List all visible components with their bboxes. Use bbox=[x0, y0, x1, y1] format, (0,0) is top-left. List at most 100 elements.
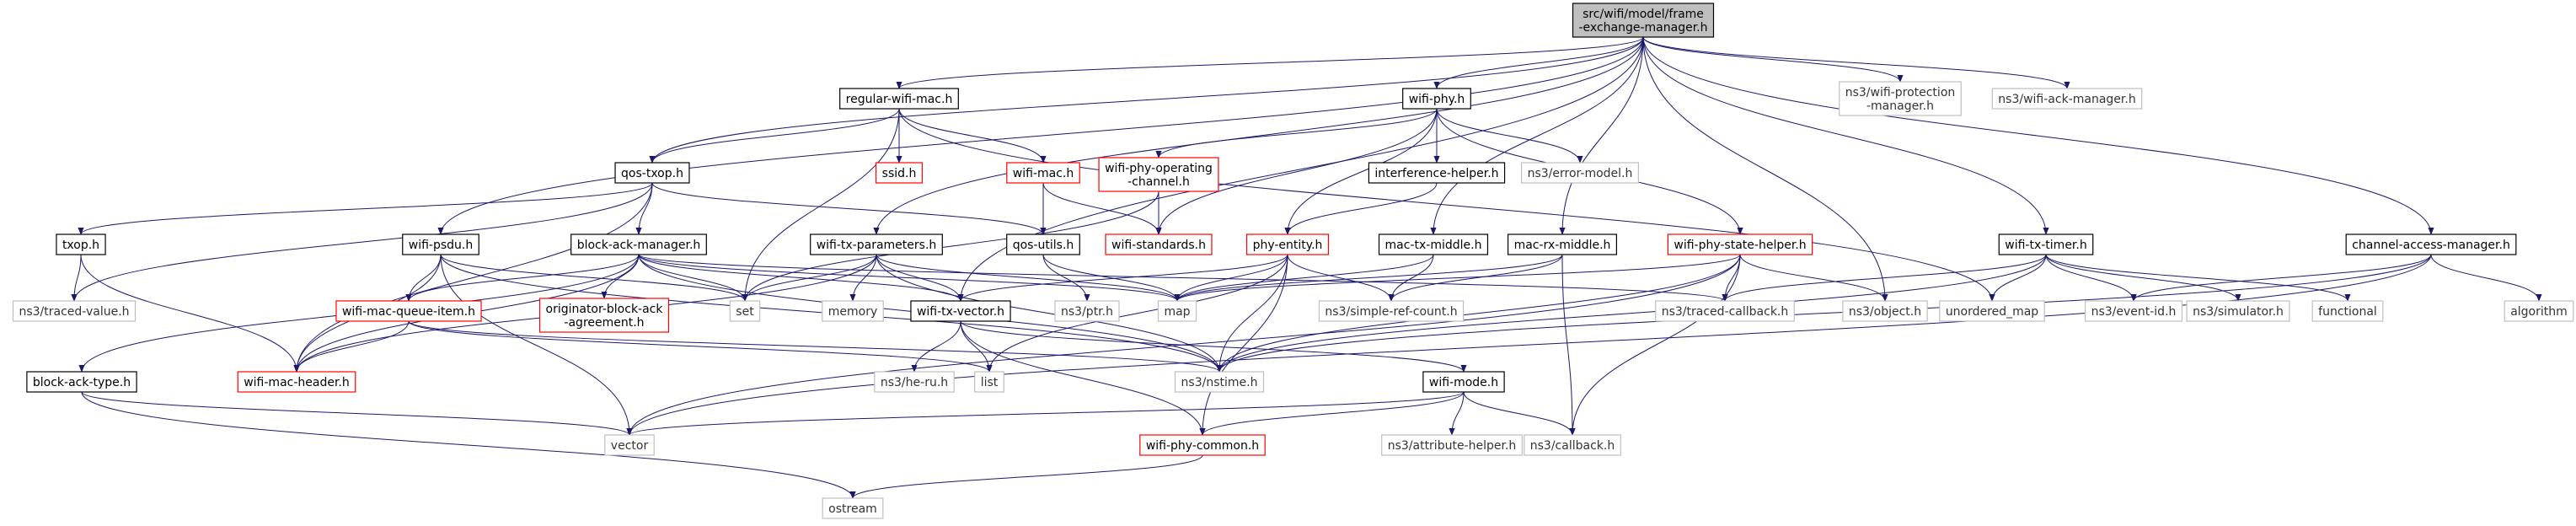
node-traced-value[interactable]: ns3/traced-value.h bbox=[12, 300, 137, 322]
node-txop[interactable]: txop.h bbox=[56, 233, 106, 255]
node-label: mac-tx-middle.h bbox=[1385, 239, 1482, 252]
node-box bbox=[1572, 3, 1715, 38]
node-wifi-protection[interactable]: ns3/wifi-protection-manager.h bbox=[1839, 81, 1962, 116]
node-object[interactable]: ns3/object.h bbox=[1842, 300, 1928, 322]
node-wifi-mac-header[interactable]: wifi-mac-header.h bbox=[237, 371, 356, 393]
node-wifi-mac-queue-item[interactable]: wifi-mac-queue-item.h bbox=[335, 300, 482, 322]
node-label: ns3/wifi-ack-manager.h bbox=[1998, 93, 2135, 106]
edge-block-ack-mgr-to-traced-callback bbox=[638, 254, 1728, 302]
node-vector[interactable]: vector bbox=[604, 434, 655, 456]
node-label: phy-entity.h bbox=[1253, 239, 1323, 252]
node-box bbox=[839, 88, 959, 110]
node-wifi-psdu[interactable]: wifi-psdu.h bbox=[402, 233, 479, 255]
node-box bbox=[1402, 88, 1471, 110]
node-label: ns3/error-model.h bbox=[1528, 167, 1633, 180]
node-box bbox=[1507, 233, 1618, 255]
node-algorithm[interactable]: algorithm bbox=[2504, 300, 2574, 322]
node-unordered-map[interactable]: unordered_map bbox=[1939, 300, 2045, 322]
node-box bbox=[402, 233, 479, 255]
edge-root-to-qos-txop bbox=[649, 36, 1644, 164]
edge-wifi-phy-to-wifi-phy-op bbox=[1155, 108, 1438, 158]
edge-wifi-mac-queue-item-to-list bbox=[408, 320, 993, 373]
node-label: map bbox=[1164, 305, 1190, 319]
edge-wifi-phy-to-wifi-standards bbox=[1155, 108, 1438, 235]
node-traced-callback[interactable]: ns3/traced-callback.h bbox=[1655, 300, 1795, 322]
node-map[interactable]: map bbox=[1157, 300, 1197, 322]
node-wifi-mac[interactable]: wifi-mac.h bbox=[1006, 162, 1080, 184]
node-set[interactable]: set bbox=[729, 300, 761, 322]
node-wifi-ack[interactable]: ns3/wifi-ack-manager.h bbox=[1991, 88, 2143, 110]
node-box bbox=[1245, 233, 1330, 255]
edge-wifi-mac-queue-item-to-wifi-mac-header bbox=[293, 320, 410, 373]
edge-wifi-tx-vector-to-list bbox=[960, 320, 993, 373]
node-box bbox=[1998, 233, 2094, 255]
node-box bbox=[1378, 233, 1489, 255]
node-wifi-tx-params[interactable]: wifi-tx-parameters.h bbox=[810, 233, 943, 255]
edge-channel-access-to-nstime bbox=[1216, 254, 2432, 373]
edge-regular-wifi-mac-to-wifi-mac bbox=[898, 108, 1047, 164]
node-attribute-helper[interactable]: ns3/attribute-helper.h bbox=[1381, 434, 1523, 456]
edge-wifi-phy-state-to-callback bbox=[1569, 254, 1741, 436]
edge-root-to-wifi-phy bbox=[1433, 36, 1644, 89]
node-block-ack-mgr[interactable]: block-ack-manager.h bbox=[570, 233, 707, 255]
edge-phy-entity-to-wifi-tx-vector bbox=[957, 254, 1288, 302]
node-root[interactable]: src/wifi/model/frame-exchange-manager.h bbox=[1572, 3, 1715, 38]
node-box bbox=[1381, 434, 1523, 456]
node-error-model[interactable]: ns3/error-model.h bbox=[1521, 162, 1639, 184]
edge-phy-entity-to-map bbox=[1174, 254, 1288, 302]
node-box bbox=[2345, 233, 2517, 255]
node-box bbox=[822, 300, 884, 322]
edge-wifi-tx-timer-to-traced-callback bbox=[1722, 254, 2047, 302]
edge-wifi-mode-to-wifi-phy-common bbox=[1199, 391, 1465, 436]
node-nstime[interactable]: ns3/nstime.h bbox=[1174, 371, 1265, 393]
node-box bbox=[1524, 434, 1621, 456]
node-label: ns3/wifi-protection bbox=[1845, 86, 1956, 99]
node-ssid[interactable]: ssid.h bbox=[876, 162, 923, 184]
node-wifi-tx-vector[interactable]: wifi-tx-vector.h bbox=[910, 300, 1011, 322]
node-wifi-tx-timer[interactable]: wifi-tx-timer.h bbox=[1998, 233, 2094, 255]
node-memory[interactable]: memory bbox=[822, 300, 884, 322]
node-block-ack-type[interactable]: block-ack-type.h bbox=[26, 371, 137, 393]
node-wifi-mode[interactable]: wifi-mode.h bbox=[1422, 371, 1505, 393]
node-label: wifi-phy-operating bbox=[1105, 162, 1213, 175]
node-wifi-phy-state[interactable]: wifi-phy-state-helper.h bbox=[1667, 233, 1813, 255]
node-label: ssid.h bbox=[882, 167, 917, 180]
node-functional[interactable]: functional bbox=[2311, 300, 2384, 322]
node-qos-utils[interactable]: qos-utils.h bbox=[1006, 233, 1080, 255]
node-label: -channel.h bbox=[1127, 175, 1190, 189]
node-box bbox=[1842, 300, 1928, 322]
node-box bbox=[1139, 434, 1266, 456]
node-wifi-phy-common[interactable]: wifi-phy-common.h bbox=[1139, 434, 1266, 456]
node-mac-rx-middle[interactable]: mac-rx-middle.h bbox=[1507, 233, 1618, 255]
node-wifi-phy-op[interactable]: wifi-phy-operating-channel.h bbox=[1098, 157, 1219, 192]
node-box bbox=[614, 162, 690, 184]
node-label: ns3/event-id.h bbox=[2091, 305, 2177, 319]
node-list[interactable]: list bbox=[974, 371, 1004, 393]
edge-block-ack-mgr-to-originator bbox=[601, 254, 640, 299]
node-ptr[interactable]: ns3/ptr.h bbox=[1054, 300, 1120, 322]
node-originator[interactable]: originator-block-ack-agreement.h bbox=[538, 298, 670, 333]
edge-regular-wifi-mac-to-qos-txop bbox=[649, 108, 900, 164]
node-label: wifi-phy.h bbox=[1409, 93, 1465, 106]
node-box bbox=[1939, 300, 2045, 322]
node-he-ru[interactable]: ns3/he-ru.h bbox=[874, 371, 955, 393]
node-simple-ref[interactable]: ns3/simple-ref-count.h bbox=[1318, 300, 1465, 322]
node-label: block-ack-type.h bbox=[33, 376, 131, 389]
node-channel-access[interactable]: channel-access-manager.h bbox=[2345, 233, 2517, 255]
node-box bbox=[604, 434, 655, 456]
edge-wifi-phy-state-to-map bbox=[1174, 254, 1741, 302]
node-regular-wifi-mac[interactable]: regular-wifi-mac.h bbox=[839, 88, 959, 110]
edge-root-to-wifi-ack bbox=[1642, 36, 2070, 89]
node-phy-entity[interactable]: phy-entity.h bbox=[1245, 233, 1330, 255]
node-callback[interactable]: ns3/callback.h bbox=[1524, 434, 1621, 456]
node-ostream[interactable]: ostream bbox=[822, 497, 884, 519]
node-wifi-phy[interactable]: wifi-phy.h bbox=[1402, 88, 1471, 110]
node-mac-tx-middle[interactable]: mac-tx-middle.h bbox=[1378, 233, 1489, 255]
node-wifi-standards[interactable]: wifi-standards.h bbox=[1105, 233, 1213, 255]
node-simulator[interactable]: ns3/simulator.h bbox=[2186, 300, 2290, 322]
edge-block-ack-mgr-to-map bbox=[638, 254, 1181, 302]
node-interference[interactable]: interference-helper.h bbox=[1368, 162, 1506, 184]
node-qos-txop[interactable]: qos-txop.h bbox=[614, 162, 690, 184]
node-event-id[interactable]: ns3/event-id.h bbox=[2084, 300, 2183, 322]
